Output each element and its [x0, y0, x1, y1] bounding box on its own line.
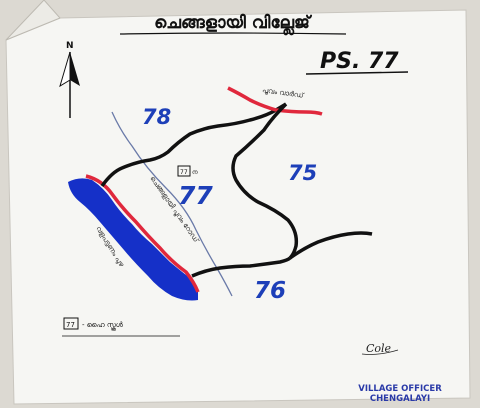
boundary-78-77	[100, 102, 287, 188]
title-underline	[119, 32, 347, 35]
region-78-label: 78	[142, 105, 171, 129]
legend-text: - ഹൈ സ്കൂൾ	[82, 321, 124, 331]
building-suffix: ന	[192, 169, 198, 176]
folded-corner	[5, 0, 61, 41]
stamp-line-1: VILLAGE OFFICER	[358, 384, 442, 394]
river-area	[68, 178, 198, 301]
region-75-label: 75	[288, 161, 317, 185]
signature-stroke	[361, 349, 399, 355]
ps-underline	[305, 71, 409, 75]
stamp-line-2: CHENGALAYI	[370, 394, 430, 404]
region-76-label: 76	[254, 278, 286, 304]
building-code: 77	[180, 169, 188, 176]
boundary-77-76	[191, 256, 292, 278]
school-building-icon	[177, 165, 191, 177]
boundary-77-75	[231, 102, 299, 260]
map-title: ചെങ്ങളായി വില്ലേജ്	[154, 13, 312, 36]
polling-station-label: PS. 77	[320, 49, 399, 74]
signature: Cole	[366, 342, 392, 355]
red-boundary-top	[227, 86, 323, 116]
road-line	[111, 111, 233, 297]
north-arrow-icon	[59, 51, 80, 118]
boundary-75-76	[288, 231, 373, 260]
north-label: N	[66, 41, 74, 51]
region-77-label: 77	[178, 181, 213, 210]
paper-sheet	[5, 9, 471, 405]
river-red-boundary	[85, 174, 200, 293]
legend-code: 77	[66, 321, 75, 329]
legend-building-icon	[63, 317, 79, 330]
